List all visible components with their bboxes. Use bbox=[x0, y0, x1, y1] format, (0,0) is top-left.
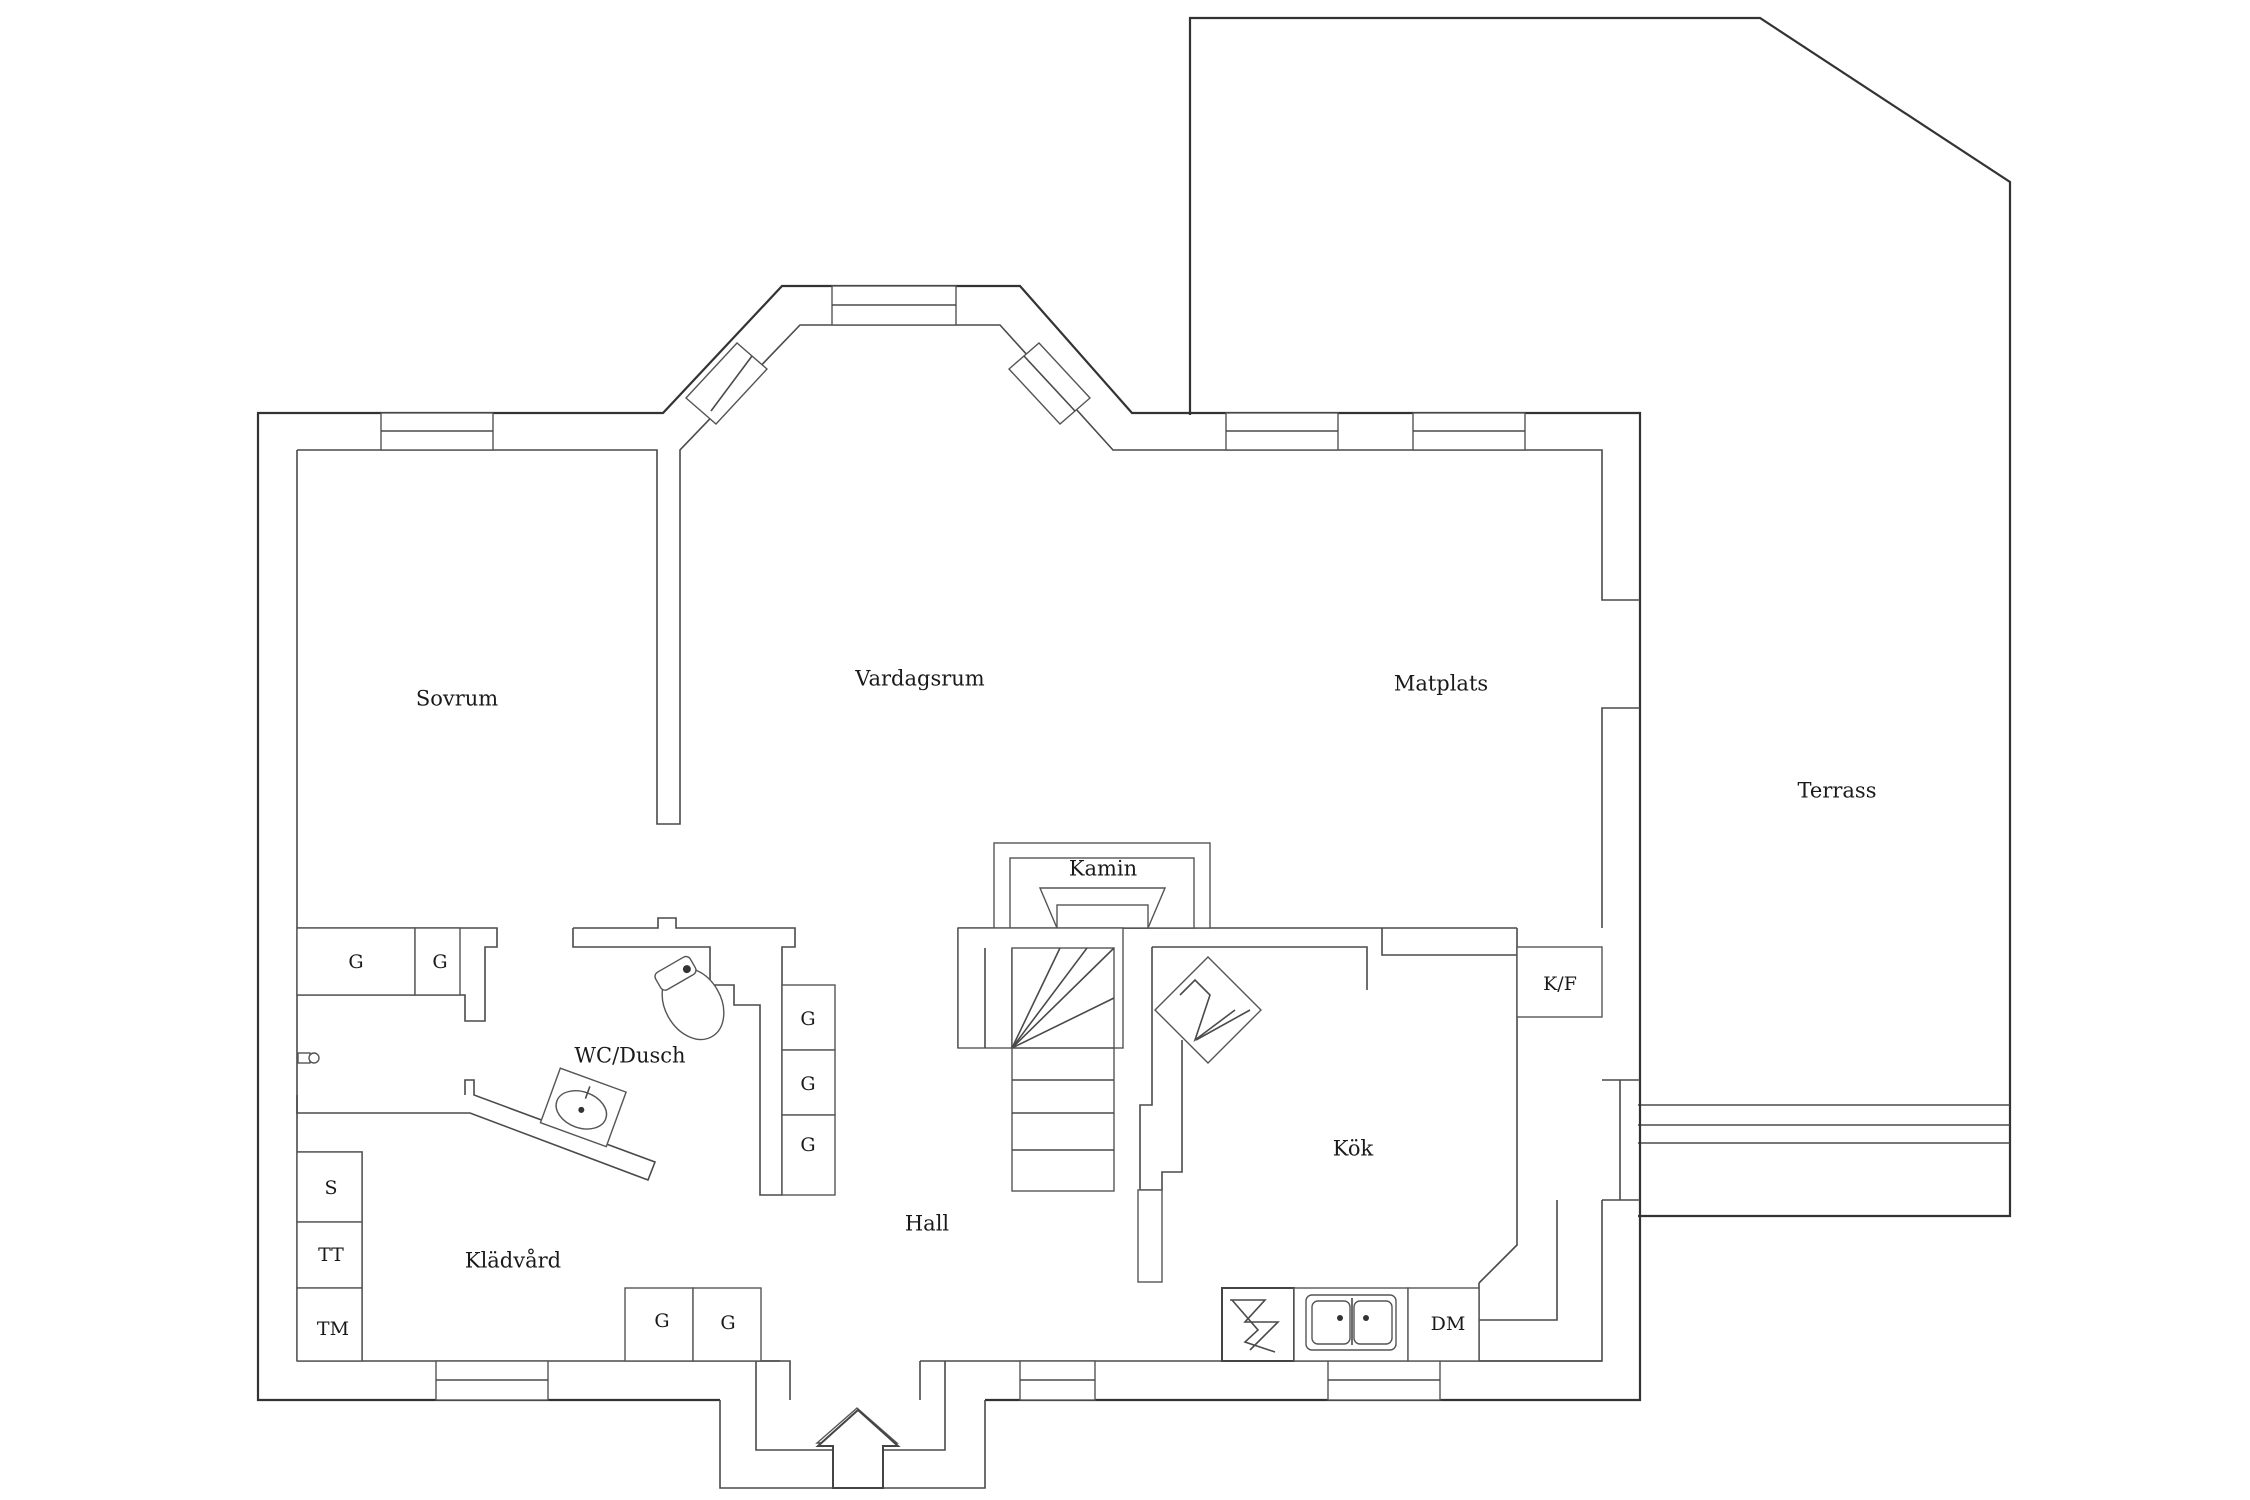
label-g-hall-3: G bbox=[800, 1134, 815, 1156]
wardrobe-hall-3 bbox=[781, 1114, 836, 1196]
label-tt: TT bbox=[318, 1244, 344, 1266]
wardrobes bbox=[296, 927, 836, 1362]
cabinet-tt bbox=[296, 1221, 363, 1289]
fixture-labels: G G G G G G G K/F DM S TT TM bbox=[317, 951, 1577, 1340]
wardrobe-sovrum-2 bbox=[414, 927, 461, 996]
wardrobe-kladvard-1 bbox=[624, 1287, 694, 1362]
room-label-vardagsrum: Vardagsrum bbox=[854, 667, 985, 691]
fireplace bbox=[993, 842, 1211, 929]
label-g-sovrum-2: G bbox=[432, 951, 447, 973]
label-g-sovrum-1: G bbox=[348, 951, 363, 973]
label-s: S bbox=[324, 1177, 337, 1199]
shower-icon bbox=[297, 1052, 320, 1064]
wardrobe-kladvard-2 bbox=[692, 1287, 762, 1362]
room-label-kok: Kök bbox=[1333, 1137, 1374, 1161]
room-label-kladvard: Klädvård bbox=[465, 1249, 561, 1273]
stove-icon bbox=[1154, 956, 1262, 1064]
room-label-hall: Hall bbox=[905, 1212, 950, 1236]
interior-walls bbox=[296, 917, 1603, 1489]
label-g-kladvard-1: G bbox=[654, 1310, 669, 1332]
entrance-arrow-icon bbox=[815, 1407, 901, 1489]
dm-cabinet bbox=[1407, 1287, 1480, 1362]
label-g-kladvard-2: G bbox=[720, 1312, 735, 1334]
cabinet-s bbox=[296, 1151, 363, 1223]
room-label-wc-dusch: WC/Dusch bbox=[574, 1044, 685, 1068]
room-label-terrass: Terrass bbox=[1798, 779, 1877, 803]
wash-basin-icon bbox=[539, 1067, 627, 1148]
wardrobe-sovrum-1 bbox=[296, 927, 416, 996]
label-g-hall-2: G bbox=[800, 1073, 815, 1095]
label-dm: DM bbox=[1431, 1313, 1466, 1335]
room-label-matplats: Matplats bbox=[1394, 672, 1488, 696]
room-label-sovrum: Sovrum bbox=[416, 687, 498, 711]
room-label-kamin: Kamin bbox=[1069, 857, 1137, 881]
wardrobe-hall-1 bbox=[781, 984, 836, 1051]
toilet-icon bbox=[654, 955, 725, 1041]
sink-icon bbox=[1305, 1294, 1397, 1351]
staircase bbox=[957, 927, 1124, 1192]
room-labels: Sovrum Vardagsrum Matplats Terrass Kamin… bbox=[416, 667, 1877, 1273]
label-g-hall-1: G bbox=[800, 1008, 815, 1030]
windows bbox=[380, 285, 1526, 1401]
terrace-outline bbox=[1188, 16, 2012, 1218]
cabinet-tm bbox=[296, 1287, 363, 1362]
label-tm: TM bbox=[317, 1318, 349, 1340]
wardrobe-hall-2 bbox=[781, 1049, 836, 1116]
dishwasher-block bbox=[1221, 1287, 1295, 1362]
label-kf: K/F bbox=[1543, 973, 1577, 995]
